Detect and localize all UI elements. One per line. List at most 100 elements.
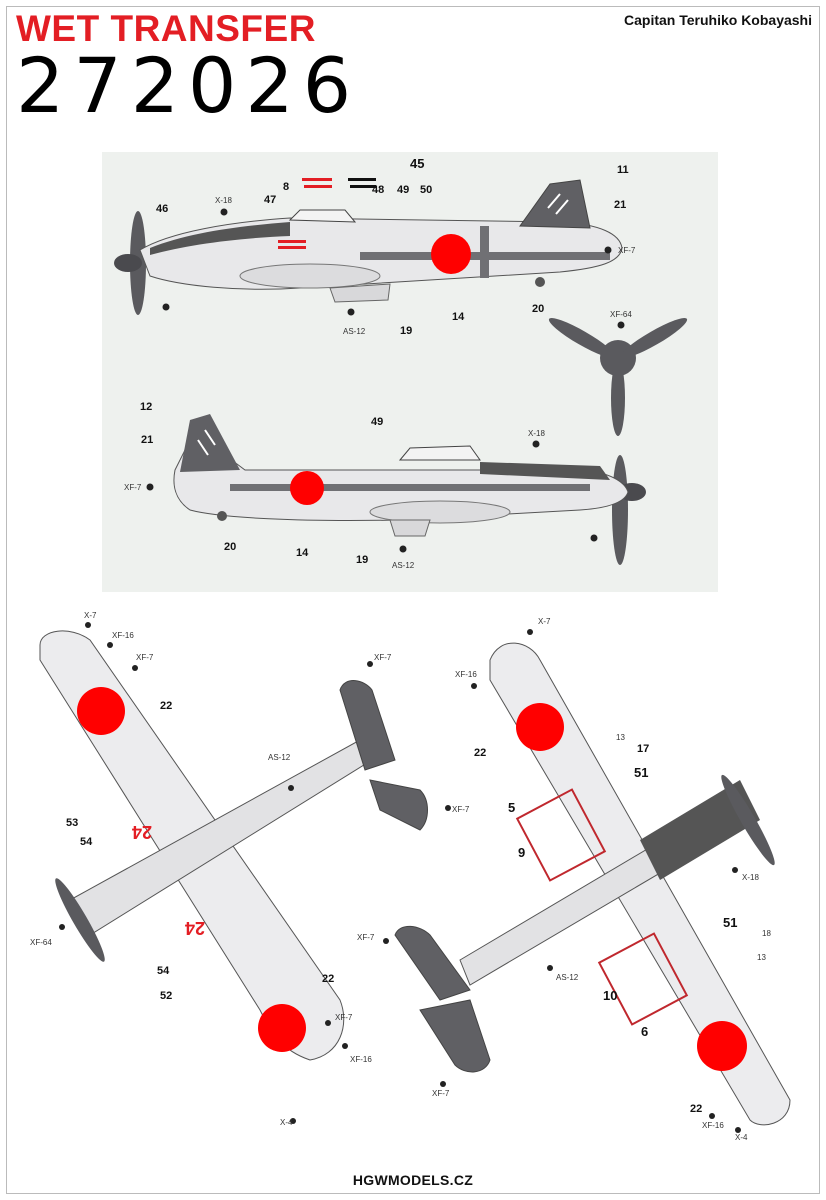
hinomaru-starboard — [697, 1021, 747, 1071]
callout-14: 14 — [452, 311, 465, 323]
walkway-outline-port — [515, 788, 607, 882]
paint-as12: AS-12 — [392, 561, 415, 570]
hinomaru-port — [77, 687, 125, 735]
tail-code-lower: 24 — [185, 918, 205, 938]
callout-5: 5 — [508, 800, 515, 815]
callout-21: 21 — [141, 434, 153, 446]
callout-19: 19 — [356, 554, 368, 566]
callout-54: 54 — [80, 836, 93, 848]
wing-root — [369, 500, 511, 524]
callout-12: 12 — [140, 401, 152, 413]
callout-20: 20 — [532, 303, 544, 315]
callout-47: 47 — [264, 194, 276, 206]
paint-xf7: XF-7 — [136, 653, 154, 662]
brand-title: WET TRANSFER — [16, 8, 316, 49]
callout-46: 46 — [156, 203, 168, 215]
callout-10: 10 — [603, 988, 617, 1003]
anti-glare-panel — [480, 462, 610, 480]
radiator — [329, 283, 391, 303]
paint-as12: AS-12 — [343, 327, 366, 336]
paint-xf7: XF-7 — [124, 483, 142, 492]
paint-xf64: XF-64 — [610, 310, 632, 319]
paint-x7: X-7 — [84, 611, 97, 620]
callout-11: 11 — [617, 164, 629, 176]
paint-xf16: XF-16 — [112, 631, 134, 640]
pilot-name: Capitan Teruhiko Kobayashi — [624, 12, 812, 28]
sheet-frame — [6, 6, 820, 1194]
callout-17: 17 — [637, 743, 649, 755]
paint-xf16: XF-16 — [455, 670, 477, 679]
paint-xf7: XF-7 — [357, 933, 375, 942]
callout-9: 9 — [518, 845, 525, 860]
tailwheel — [535, 277, 545, 287]
paint-xf16b: XF-16 — [702, 1121, 724, 1130]
callout-49: 49 — [397, 184, 409, 196]
callout-20: 20 — [224, 541, 236, 553]
callout-22b: 22 — [690, 1103, 702, 1115]
hinomaru — [431, 234, 471, 274]
canopy — [398, 445, 481, 461]
tailplane-upper — [339, 680, 396, 771]
callout-22b: 22 — [322, 973, 334, 985]
propeller-detail — [548, 318, 688, 436]
paint-xf64: XF-64 — [30, 938, 52, 947]
callout-53: 53 — [66, 817, 78, 829]
tail-fin — [519, 179, 591, 229]
fuselage-band — [230, 484, 590, 491]
callout-51: 51 — [634, 765, 648, 780]
callout-45: 45 — [410, 156, 424, 171]
callout-48: 48 — [372, 184, 384, 196]
callout-49: 49 — [371, 416, 383, 428]
propeller-blade — [612, 455, 628, 565]
callout-18: 18 — [762, 929, 771, 938]
tail-code-upper: 24 — [132, 822, 152, 842]
paint-x18: X-18 — [528, 429, 545, 438]
propeller — [721, 774, 775, 866]
tailwheel — [217, 511, 227, 521]
tailplane-lower — [369, 779, 428, 831]
paint-xf7c: XF-7 — [452, 805, 470, 814]
kit-code: 272026 — [16, 41, 361, 130]
paint-xf16b: XF-16 — [350, 1055, 372, 1064]
victory-markings — [278, 178, 332, 249]
callout-13: 13 — [616, 733, 625, 742]
paint-xf7: XF-7 — [618, 246, 636, 255]
tail-fin — [180, 414, 240, 472]
paint-as12: AS-12 — [268, 753, 291, 762]
callout-50: 50 — [420, 184, 432, 196]
paint-x7: X-7 — [538, 617, 551, 626]
callout-13b: 13 — [757, 953, 766, 962]
anti-glare-panel — [150, 222, 290, 255]
callout-19: 19 — [400, 325, 412, 337]
footer-website[interactable]: HGWMODELS.CZ — [352, 1172, 474, 1188]
spinner — [114, 254, 142, 272]
vertical-band — [480, 226, 489, 278]
paint-x4: X-4 — [280, 1118, 293, 1127]
paint-x18: X-18 — [215, 196, 232, 205]
paint-x4: X-4 — [735, 1133, 748, 1142]
dark-cowling — [640, 780, 760, 880]
left-side-profile: 45 11 8 48 49 50 21 46 47 14 20 19 X-18 … — [114, 156, 636, 337]
paint-xf7d: XF-7 — [335, 1013, 353, 1022]
paint-xf7b: XF-7 — [374, 653, 392, 662]
tailplane-lower — [419, 999, 491, 1073]
walkway-outline-starboard — [597, 932, 689, 1026]
hinomaru — [290, 471, 324, 505]
top-view: 24 24 22 53 54 54 52 22 X-7 XF-16 XF-7 X… — [30, 611, 470, 1127]
callout-6: 6 — [641, 1024, 648, 1039]
propeller — [55, 878, 105, 962]
callout-8: 8 — [283, 181, 289, 193]
tailplane-upper — [394, 925, 471, 1001]
callout-22: 22 — [474, 747, 486, 759]
callout-54b: 54 — [157, 965, 170, 977]
callout-51b: 51 — [723, 915, 737, 930]
callout-21: 21 — [614, 199, 626, 211]
wing-root — [239, 263, 381, 289]
hinomaru-port — [516, 703, 564, 751]
bottom-view: 13 17 51 5 9 22 51 18 13 10 6 22 X-7 XF-… — [357, 617, 791, 1142]
callout-14: 14 — [296, 547, 309, 559]
lightning-marking — [547, 193, 569, 215]
paint-xf7b: XF-7 — [432, 1089, 450, 1098]
hinomaru-starboard — [258, 1004, 306, 1052]
